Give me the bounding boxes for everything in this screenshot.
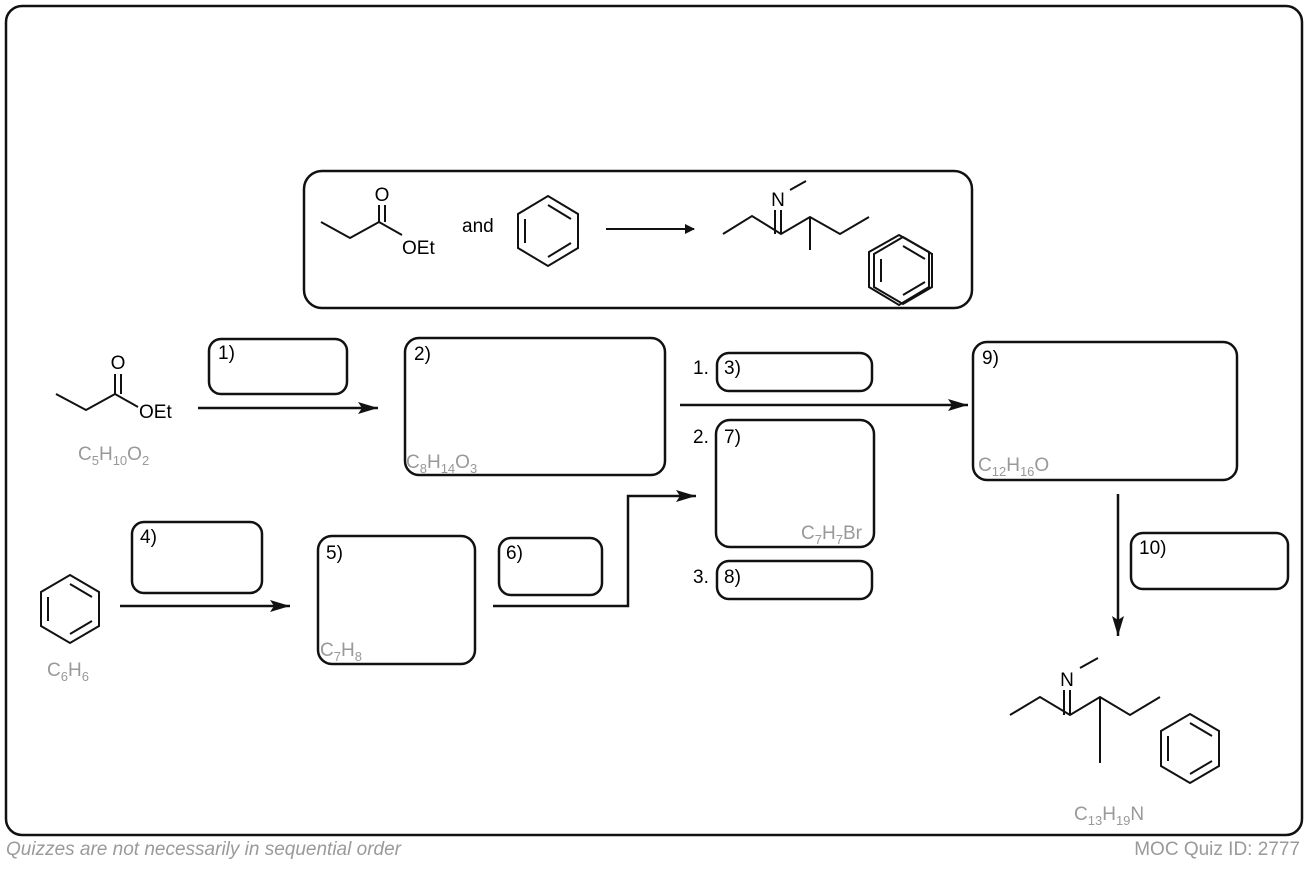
start-ester-formula: C5H10O2 (78, 444, 149, 468)
box-7-formula: C7H7Br (801, 523, 863, 547)
box-5-label: 5) (326, 543, 343, 564)
box-2[interactable] (403, 336, 667, 477)
scheme-target-structure (722, 180, 930, 307)
start-benzene-structure (40, 573, 100, 645)
step-1-number: 1. (693, 358, 709, 379)
arrow-5-to-7 (493, 490, 696, 608)
scheme-target-n: N (771, 190, 785, 211)
start-ester-carbonyl-o: O (111, 353, 126, 374)
box-7[interactable] (714, 418, 876, 549)
scheme-ester-structure (320, 205, 403, 240)
scheme-benzene-structure (517, 194, 579, 268)
overall-scheme-box (302, 169, 974, 310)
product-ring (1160, 712, 1220, 785)
box-3[interactable] (715, 351, 874, 393)
box-4[interactable] (130, 520, 264, 595)
box-10[interactable] (1129, 531, 1290, 591)
scheme-target-ring (873, 235, 933, 306)
box-2-label: 2) (414, 344, 431, 365)
footer-note: Quizzes are not necessarily in sequentia… (6, 839, 401, 860)
box-6-label: 6) (506, 543, 523, 564)
start-ester-structure (55, 374, 139, 412)
scheme-and-text: and (462, 216, 494, 237)
box-5-formula: C7H8 (320, 640, 362, 664)
step-3-number: 3. (693, 567, 709, 588)
box-2-formula: C8H14O3 (406, 452, 477, 476)
box-9[interactable] (971, 340, 1239, 482)
product-n: N (1060, 670, 1074, 691)
box-5[interactable] (316, 534, 477, 666)
start-benzene-formula: C6H6 (47, 660, 89, 684)
box-6[interactable] (497, 536, 604, 597)
outer-frame (4, 4, 1304, 837)
box-8[interactable] (715, 559, 874, 601)
step-2-number: 2. (693, 427, 709, 448)
scheme-ester-oet: OEt (402, 238, 435, 259)
box-1[interactable] (207, 337, 349, 396)
box-3-label: 3) (724, 358, 741, 379)
box-1-label: 1) (218, 343, 235, 364)
product-formula: C13H19N (1074, 804, 1144, 828)
box-8-label: 8) (724, 567, 741, 588)
product-structure (1009, 657, 1161, 763)
box-4-label: 4) (140, 527, 157, 548)
box-9-label: 9) (982, 348, 999, 369)
quiz-id: MOC Quiz ID: 2777 (1134, 839, 1300, 860)
scheme-ester-carbonyl-o: O (375, 185, 390, 206)
box-9-formula: C12H16O (978, 455, 1049, 479)
start-ester-oet: OEt (139, 402, 172, 423)
box-10-label: 10) (1139, 538, 1166, 559)
box-7-label: 7) (724, 427, 741, 448)
